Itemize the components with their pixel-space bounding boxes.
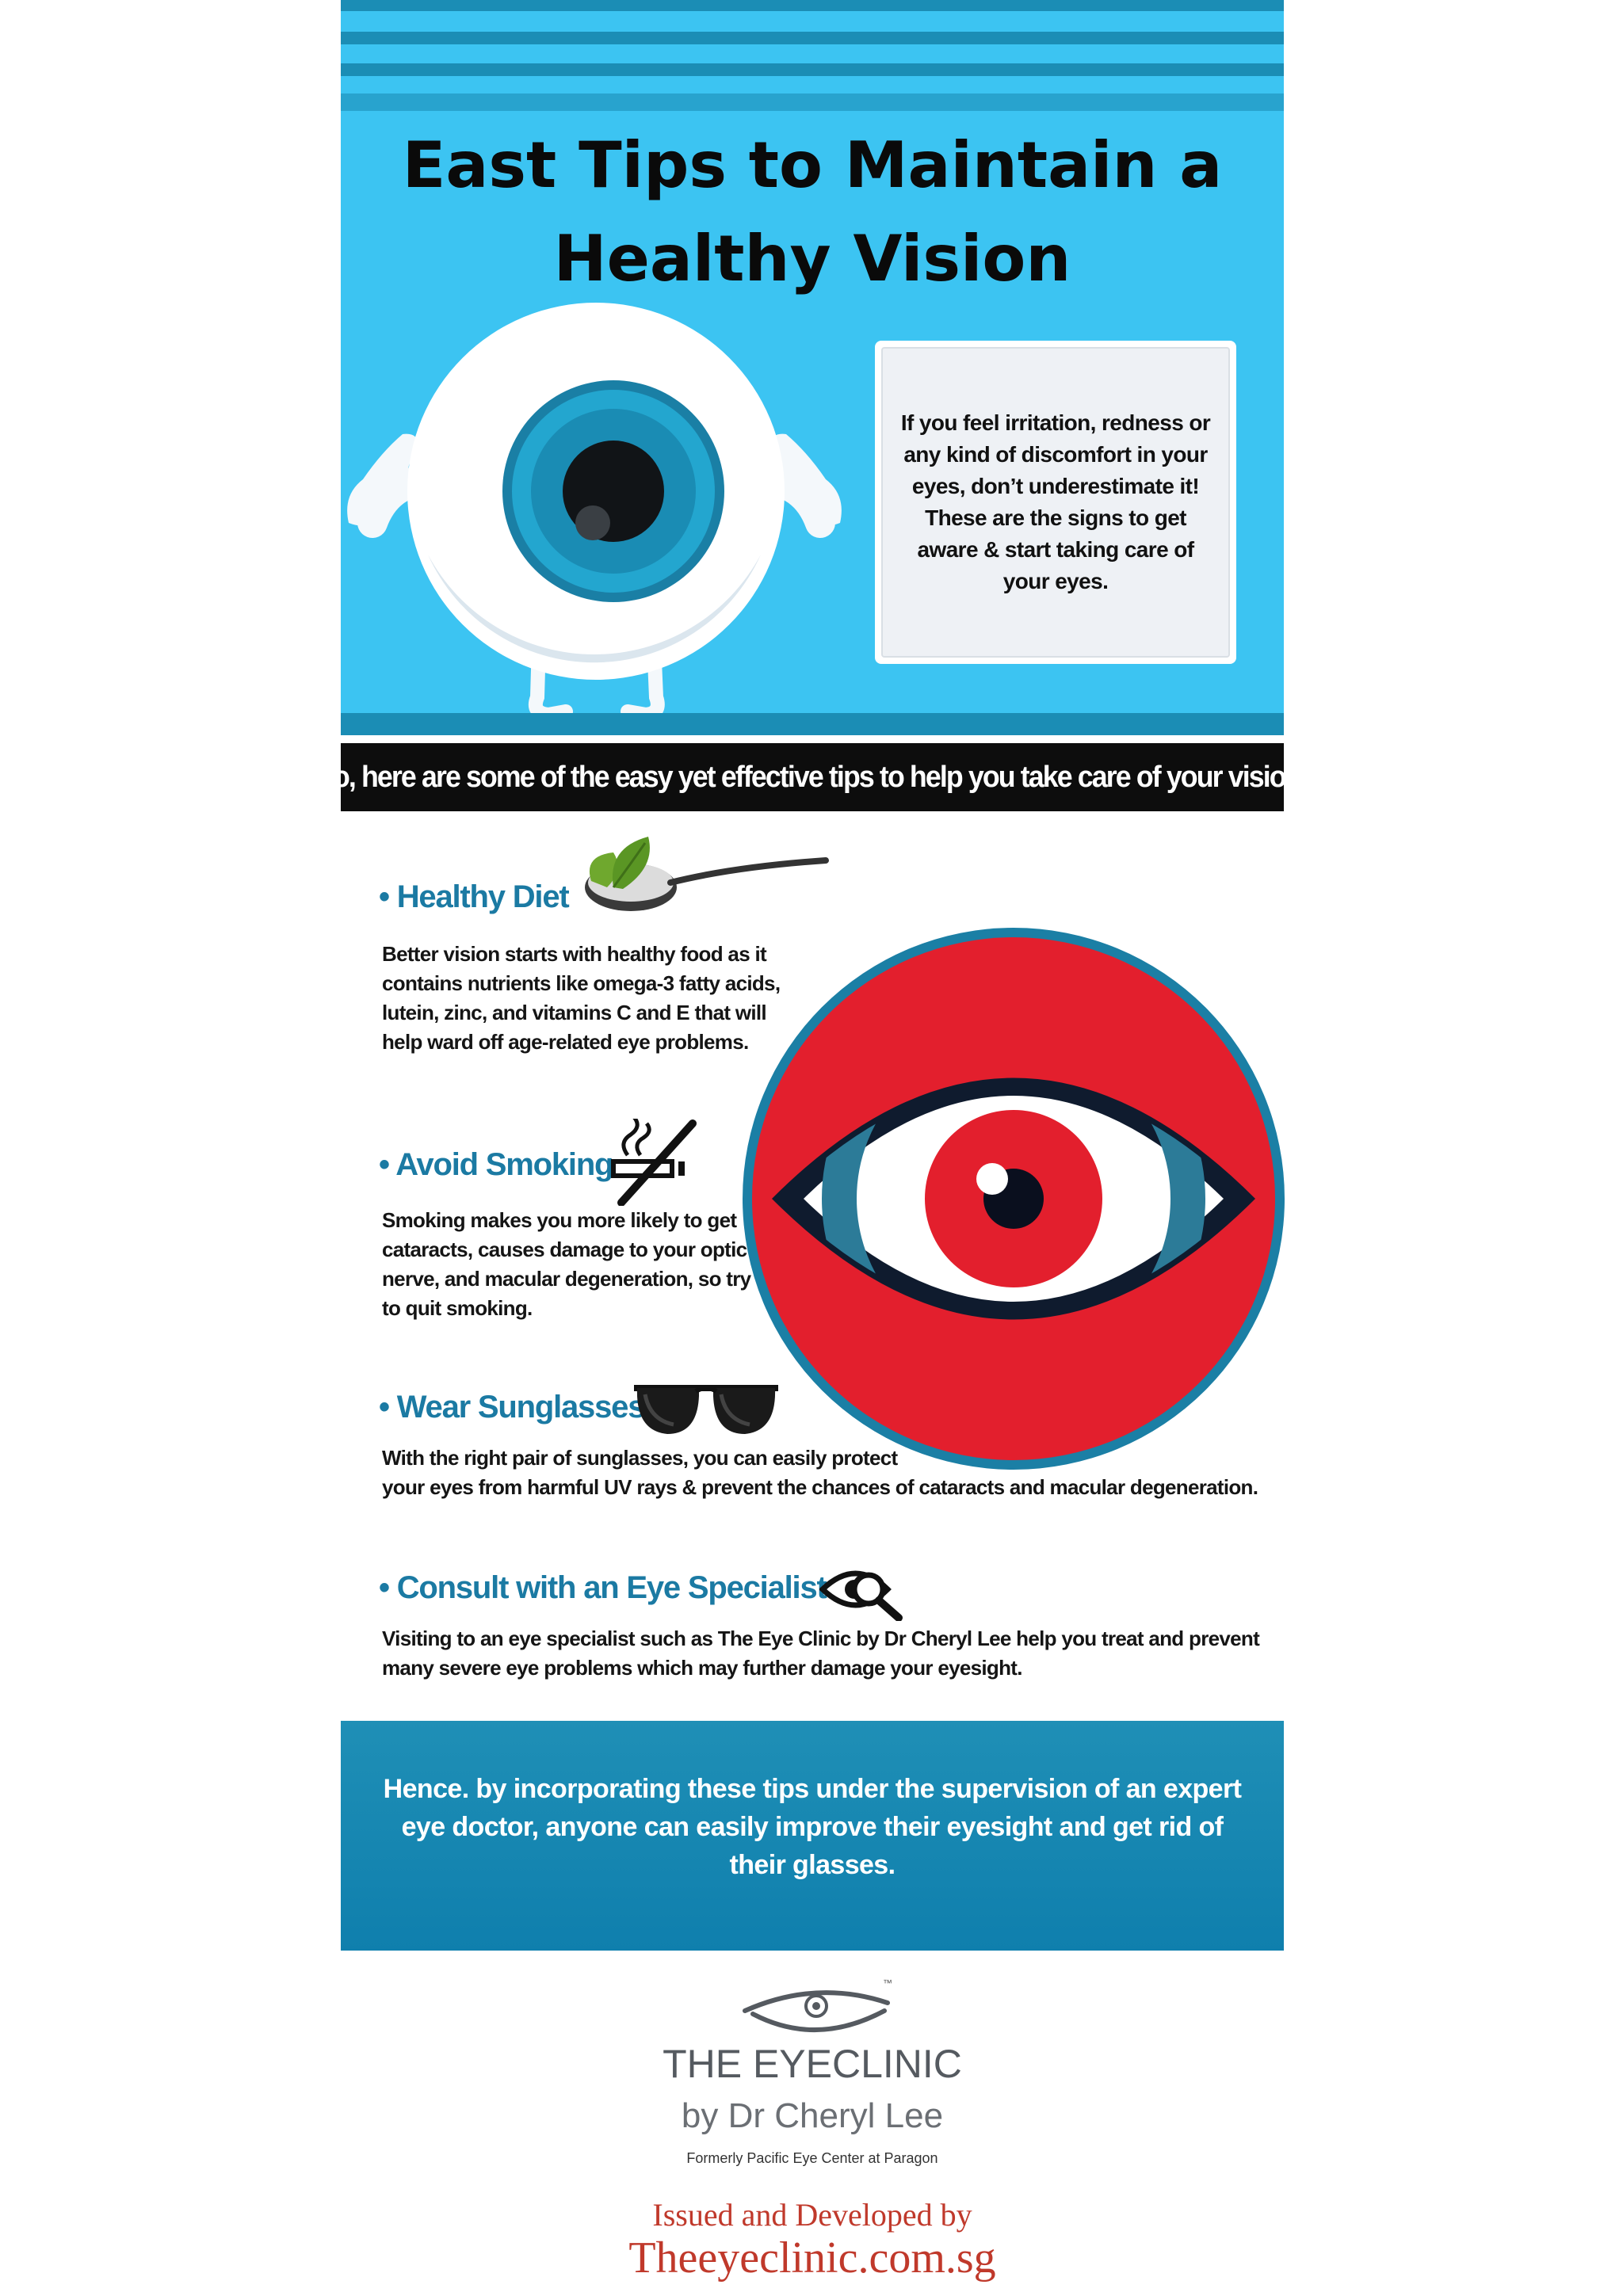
tip-body-wear-sunglasses-line1: With the right pair of sunglasses, you c… [382, 1446, 898, 1470]
callout-box: If you feel irritation, redness or any k… [875, 341, 1236, 664]
tips-banner-text: So, here are some of the easy yet effect… [315, 760, 1311, 794]
conclusion-panel: Hence. by incorporating these tips under… [341, 1721, 1284, 1951]
trademark-mark: ™ [883, 1978, 892, 1989]
brand-tagline: by Dr Cheryl Lee [681, 2096, 944, 2135]
tip-body-wear-sunglasses-line2: your eyes from harmful UV rays & prevent… [382, 1475, 1258, 1499]
tip-title-wear-sunglasses: • Wear Sunglasses [379, 1390, 645, 1425]
eye-magnifier-icon [819, 1570, 903, 1621]
top-stripe [341, 93, 1284, 111]
red-eye-illustration-icon [743, 928, 1285, 1470]
callout-text: If you feel irritation, redness or any k… [900, 410, 1211, 593]
tip-body-avoid-smoking: Smoking makes you more likely to get cat… [382, 1208, 751, 1320]
tip-title-avoid-smoking: • Avoid Smoking [379, 1147, 613, 1182]
top-stripe [341, 32, 1284, 44]
hero-section: East Tips to Maintain a Healthy Vision [341, 0, 1284, 735]
sunglasses-icon [634, 1385, 778, 1434]
brand-formerly: Formerly Pacific Eye Center at Paragon [686, 2150, 938, 2166]
tip-body-consult-specialist: Visiting to an eye specialist such as Th… [382, 1627, 1260, 1680]
eyeclinic-logo-icon [743, 1990, 890, 2032]
tips-banner: So, here are some of the easy yet effect… [315, 743, 1311, 811]
callout-inner: If you feel irritation, redness or any k… [881, 347, 1230, 658]
no-smoking-icon [611, 1119, 697, 1206]
tip-title-consult-specialist: • Consult with an Eye Specialist [379, 1570, 827, 1605]
conclusion-text: Hence. by incorporating these tips under… [383, 1774, 1242, 1880]
page-title: East Tips to Maintain a Healthy Vision [341, 119, 1284, 306]
bottom-stripe [341, 713, 1284, 735]
issued-by: Issued and Developed by [652, 2197, 972, 2233]
website-link[interactable]: Theeyeclinic.com.sg [628, 2233, 996, 2283]
top-stripe [341, 0, 1284, 11]
leaf-spoon-icon [585, 837, 829, 911]
eye-mascot-icon [347, 303, 842, 723]
tip-body-wear-sunglasses: With the right pair of sunglasses, you c… [382, 1444, 1270, 1502]
brand-name: THE EYECLINIC [663, 2042, 962, 2086]
tip-title-healthy-diet: • Healthy Diet [379, 879, 570, 914]
top-stripe [341, 63, 1284, 76]
page-title-line2: Healthy Vision [553, 222, 1071, 296]
page-title-line1: East Tips to Maintain a [402, 128, 1223, 202]
infographic: East Tips to Maintain a Healthy Vision [315, 0, 1311, 2296]
tip-body-healthy-diet: Better vision starts with healthy food a… [382, 942, 781, 1054]
